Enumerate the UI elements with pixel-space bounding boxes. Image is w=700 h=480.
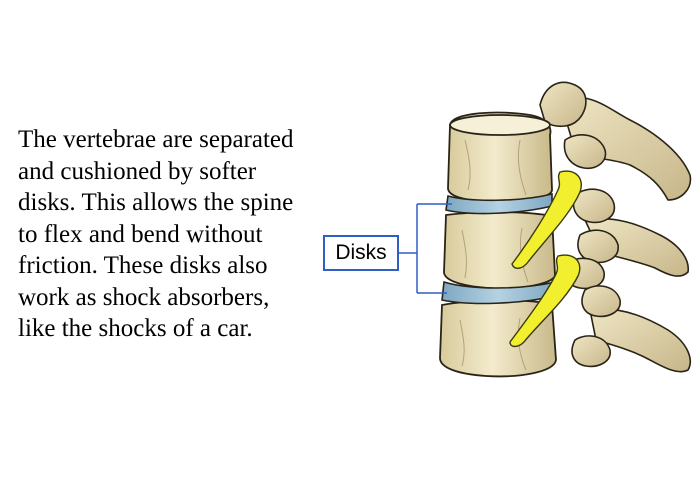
vertebral-bodies <box>439 111 557 378</box>
intervertebral-disks <box>441 192 556 305</box>
description-line: friction. These disks also <box>18 252 268 279</box>
description-line: and cushioned by softer <box>18 157 257 185</box>
description-line: The vertebrae are separated <box>18 126 294 153</box>
description-line: to flex and bend without <box>18 220 263 248</box>
description-line: like the shocks of a car. <box>18 315 253 342</box>
disks-label-text: Disks <box>335 241 387 264</box>
articular-processes <box>539 81 621 368</box>
disks-label: Disks <box>323 235 399 271</box>
description-text: The vertebrae are separated and cushione… <box>18 124 348 345</box>
spinous-processes <box>559 96 692 373</box>
spinal-nerves <box>509 170 582 348</box>
description-line: disks. This allows the spine <box>18 189 294 216</box>
description-line: work as shock absorbers, <box>18 283 270 311</box>
